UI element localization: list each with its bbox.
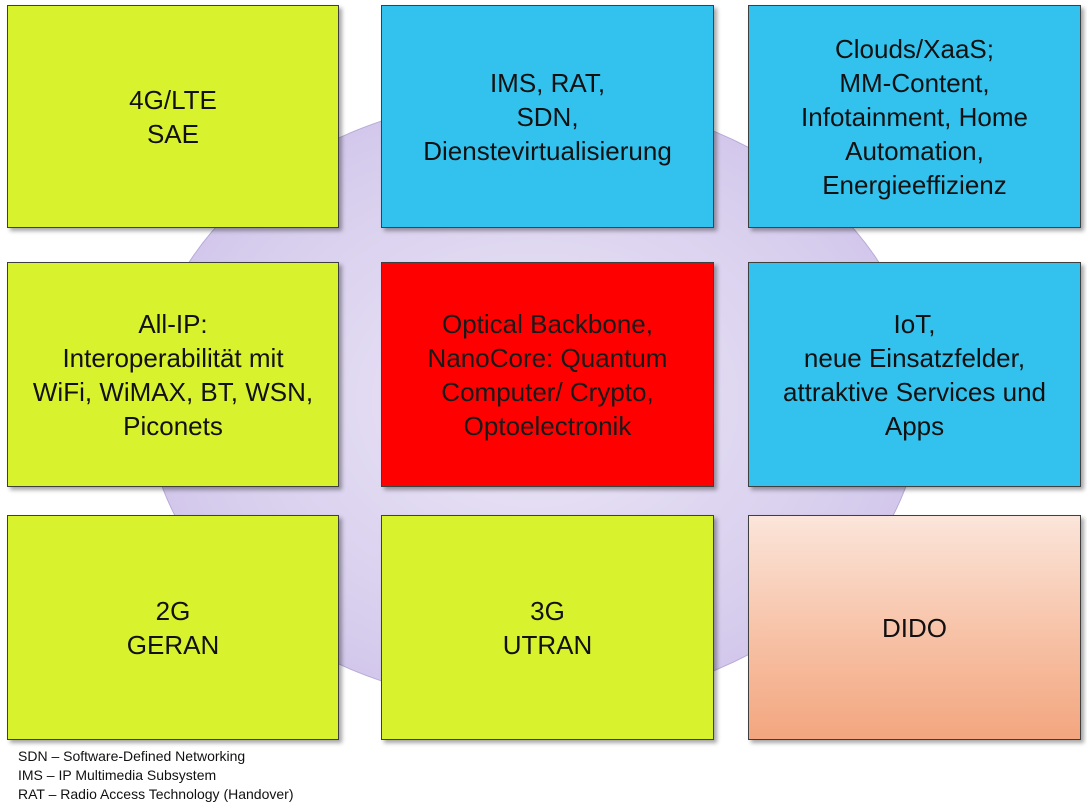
box-3g-utran: 3G UTRAN — [381, 515, 714, 740]
box-2g-geran-text: 2G GERAN — [126, 595, 220, 660]
box-3g-utran-text: 3G UTRAN — [502, 595, 593, 660]
box-dido-text: DIDO — [882, 612, 947, 643]
box-ims-rat-sdn: IMS, RAT, SDN, Dienstevirtualisierung — [381, 5, 714, 228]
box-clouds-xaas-text: Clouds/XaaS; MM-Content, Infotainment, H… — [801, 33, 1028, 200]
box-all-ip: All-IP: Interoperabilität mit WiFi, WiMA… — [7, 262, 339, 487]
legend-ims: IMS – IP Multimedia Subsystem — [18, 767, 217, 783]
box-all-ip-text: All-IP: Interoperabilität mit WiFi, WiMA… — [32, 308, 314, 441]
box-clouds-xaas: Clouds/XaaS; MM-Content, Infotainment, H… — [748, 5, 1081, 228]
box-2g-geran: 2G GERAN — [7, 515, 339, 740]
box-optical-backbone: Optical Backbone, NanoCore: Quantum Comp… — [381, 262, 714, 487]
box-optical-backbone-text: Optical Backbone, NanoCore: Quantum Comp… — [427, 308, 668, 441]
box-iot: IoT, neue Einsatzfelder, attraktive Serv… — [748, 262, 1081, 487]
legend-sdn: SDN – Software-Defined Networking — [18, 748, 246, 764]
abbreviation-legend: SDN – Software-Defined Networking IMS – … — [18, 747, 293, 804]
legend-rat: RAT – Radio Access Technology (Handover) — [18, 786, 294, 802]
box-4g-lte-text: 4G/LTE SAE — [129, 84, 217, 149]
box-4g-lte: 4G/LTE SAE — [7, 5, 339, 228]
box-dido: DIDO — [748, 515, 1081, 740]
box-iot-text: IoT, neue Einsatzfelder, attraktive Serv… — [782, 308, 1046, 441]
box-ims-rat-sdn-text: IMS, RAT, SDN, Dienstevirtualisierung — [423, 67, 672, 166]
